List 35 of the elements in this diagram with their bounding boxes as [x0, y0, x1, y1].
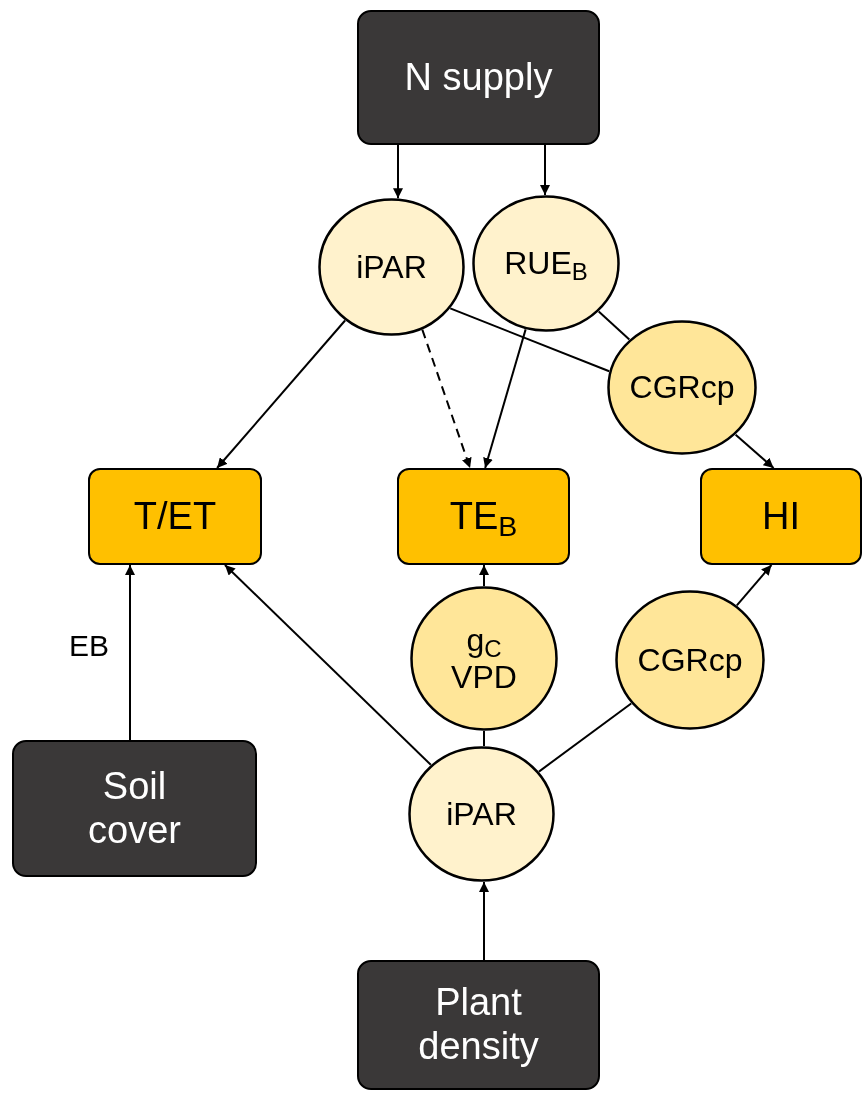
arrow [223, 564, 432, 766]
arrow [479, 880, 489, 961]
driver-box [12, 740, 257, 877]
variable-circle [607, 320, 757, 455]
driver-box [357, 10, 600, 145]
driver-box [357, 960, 600, 1090]
variable-circle [410, 586, 558, 731]
arrow [393, 144, 403, 200]
node-label: g$_{C}$ VPD [450, 621, 518, 696]
trait-box [700, 468, 862, 565]
node-label: N supply [404, 55, 553, 100]
trait-box [397, 468, 570, 565]
node-label: Soil cover [87, 764, 182, 853]
node-label: CGRcp [629, 369, 735, 406]
node-label: T/ET [133, 494, 217, 539]
arrow [216, 319, 347, 469]
node-label: TE$_{B}$ [449, 494, 518, 539]
node-label: iPAR [446, 795, 517, 833]
node-label: RUE$_{B}$ [504, 245, 588, 282]
node-label: Plant density [417, 981, 540, 1069]
arrow [483, 328, 527, 469]
variable-circle [615, 590, 765, 730]
node-label: iPAR [356, 248, 427, 286]
arrow [735, 564, 773, 607]
variable-circle [472, 195, 620, 332]
node-label: HI [762, 494, 800, 539]
arrow [734, 433, 775, 469]
arrow [125, 564, 135, 741]
arrow [421, 328, 472, 469]
variable-circle [318, 198, 465, 336]
variable-circle [408, 746, 555, 882]
trait-box [88, 468, 262, 565]
arrow [479, 564, 489, 587]
node-label: CGRcp [637, 641, 743, 679]
arrow [540, 144, 550, 196]
